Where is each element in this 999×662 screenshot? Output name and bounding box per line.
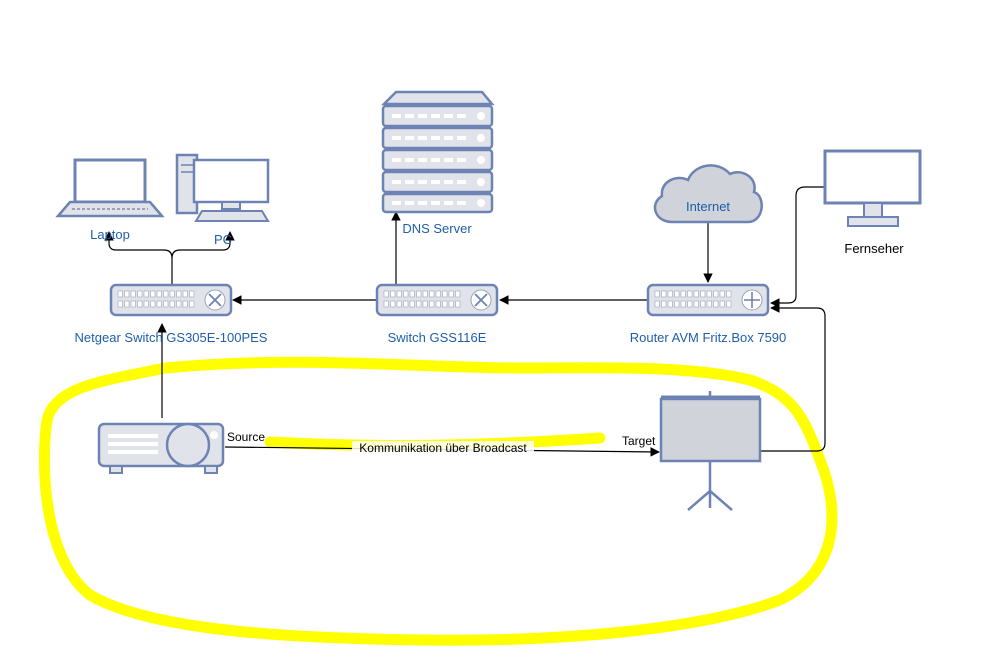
projection-screen-icon <box>659 391 762 511</box>
switch-port <box>667 300 673 308</box>
switch-port <box>448 290 454 298</box>
projector-icon <box>97 422 225 474</box>
switch-port <box>719 290 725 298</box>
switch-port <box>150 290 156 298</box>
switch-port <box>726 300 732 308</box>
switch-port <box>700 300 706 308</box>
switch-port <box>189 290 195 298</box>
switch-port <box>674 300 680 308</box>
target-label: Target <box>622 434 656 448</box>
switch-port <box>706 290 712 298</box>
switch-port <box>442 300 448 308</box>
switch-port <box>169 290 175 298</box>
switch-port <box>182 290 188 298</box>
switch-port <box>448 300 454 308</box>
switch-port <box>422 300 428 308</box>
switch-port <box>416 300 422 308</box>
switch-port <box>156 300 162 308</box>
switch-port <box>137 290 143 298</box>
switch-icon <box>109 283 233 317</box>
switch-port <box>687 290 693 298</box>
switch-port <box>661 300 667 308</box>
broadcast-label-bg <box>352 441 534 454</box>
internet-label: Internet <box>686 199 730 214</box>
switch-port <box>455 290 461 298</box>
switch-port <box>654 300 660 308</box>
switch-port <box>182 300 188 308</box>
switch-port <box>713 300 719 308</box>
switch-port <box>130 290 136 298</box>
switch-port <box>396 290 402 298</box>
switch-port <box>687 300 693 308</box>
switch-port <box>130 300 136 308</box>
switch-port <box>416 290 422 298</box>
switch-port <box>693 300 699 308</box>
switch-port <box>455 300 461 308</box>
switch-port <box>403 300 409 308</box>
switch-port <box>667 290 673 298</box>
switch-port <box>143 300 149 308</box>
connections <box>104 186 826 457</box>
switch-port <box>403 290 409 298</box>
switch-gss116e-label: Switch GSS116E <box>388 330 487 345</box>
switch-port <box>383 290 389 298</box>
switch-port <box>409 290 415 298</box>
switch-port <box>189 300 195 308</box>
switch-port <box>176 300 182 308</box>
switch-port <box>390 290 396 298</box>
cloud-icon <box>653 164 763 224</box>
switch-port <box>674 290 680 298</box>
fernseher-label: Fernseher <box>844 241 904 256</box>
switch-port <box>124 300 130 308</box>
switch-port <box>726 290 732 298</box>
broadcast-label: Kommunikation über Broadcast <box>359 441 527 455</box>
switch-port <box>700 290 706 298</box>
switch-port <box>661 290 667 298</box>
switch-port <box>719 300 725 308</box>
switch-port <box>383 300 389 308</box>
router-icon <box>646 283 770 317</box>
switch-port <box>680 290 686 298</box>
switch-port <box>680 300 686 308</box>
laptop-label: Laptop <box>90 227 130 242</box>
switch-port <box>429 290 435 298</box>
switch-port <box>176 290 182 298</box>
switch-port <box>654 290 660 298</box>
dns-server-label: DNS Server <box>402 221 472 236</box>
pc-label: PC <box>214 232 232 247</box>
laptop-icon <box>55 158 165 218</box>
switch-port <box>163 290 169 298</box>
netgear-switch-label: Netgear Switch GS305E-100PES <box>75 330 268 345</box>
switch-icon <box>375 283 499 317</box>
switch-port <box>169 300 175 308</box>
switch-port <box>390 300 396 308</box>
switch-port <box>706 300 712 308</box>
router-label: Router AVM Fritz.Box 7590 <box>630 330 787 345</box>
switch-port <box>435 300 441 308</box>
switch-port <box>143 290 149 298</box>
switch-port <box>124 290 130 298</box>
switch-port <box>150 300 156 308</box>
source-label: Source <box>227 430 265 444</box>
switch-port <box>409 300 415 308</box>
switch-port <box>429 300 435 308</box>
switch-port <box>422 290 428 298</box>
pc-icon <box>175 153 270 222</box>
switch-port <box>117 290 123 298</box>
switch-port <box>396 300 402 308</box>
switch-port <box>117 300 123 308</box>
monitor-icon <box>823 149 922 227</box>
switch-port <box>137 300 143 308</box>
server-icon <box>380 90 495 214</box>
switch-port <box>156 290 162 298</box>
switch-port <box>442 290 448 298</box>
switch-port <box>163 300 169 308</box>
highlight-loop <box>38 356 838 646</box>
switch-port <box>713 290 719 298</box>
switch-port <box>693 290 699 298</box>
switch-port <box>435 290 441 298</box>
